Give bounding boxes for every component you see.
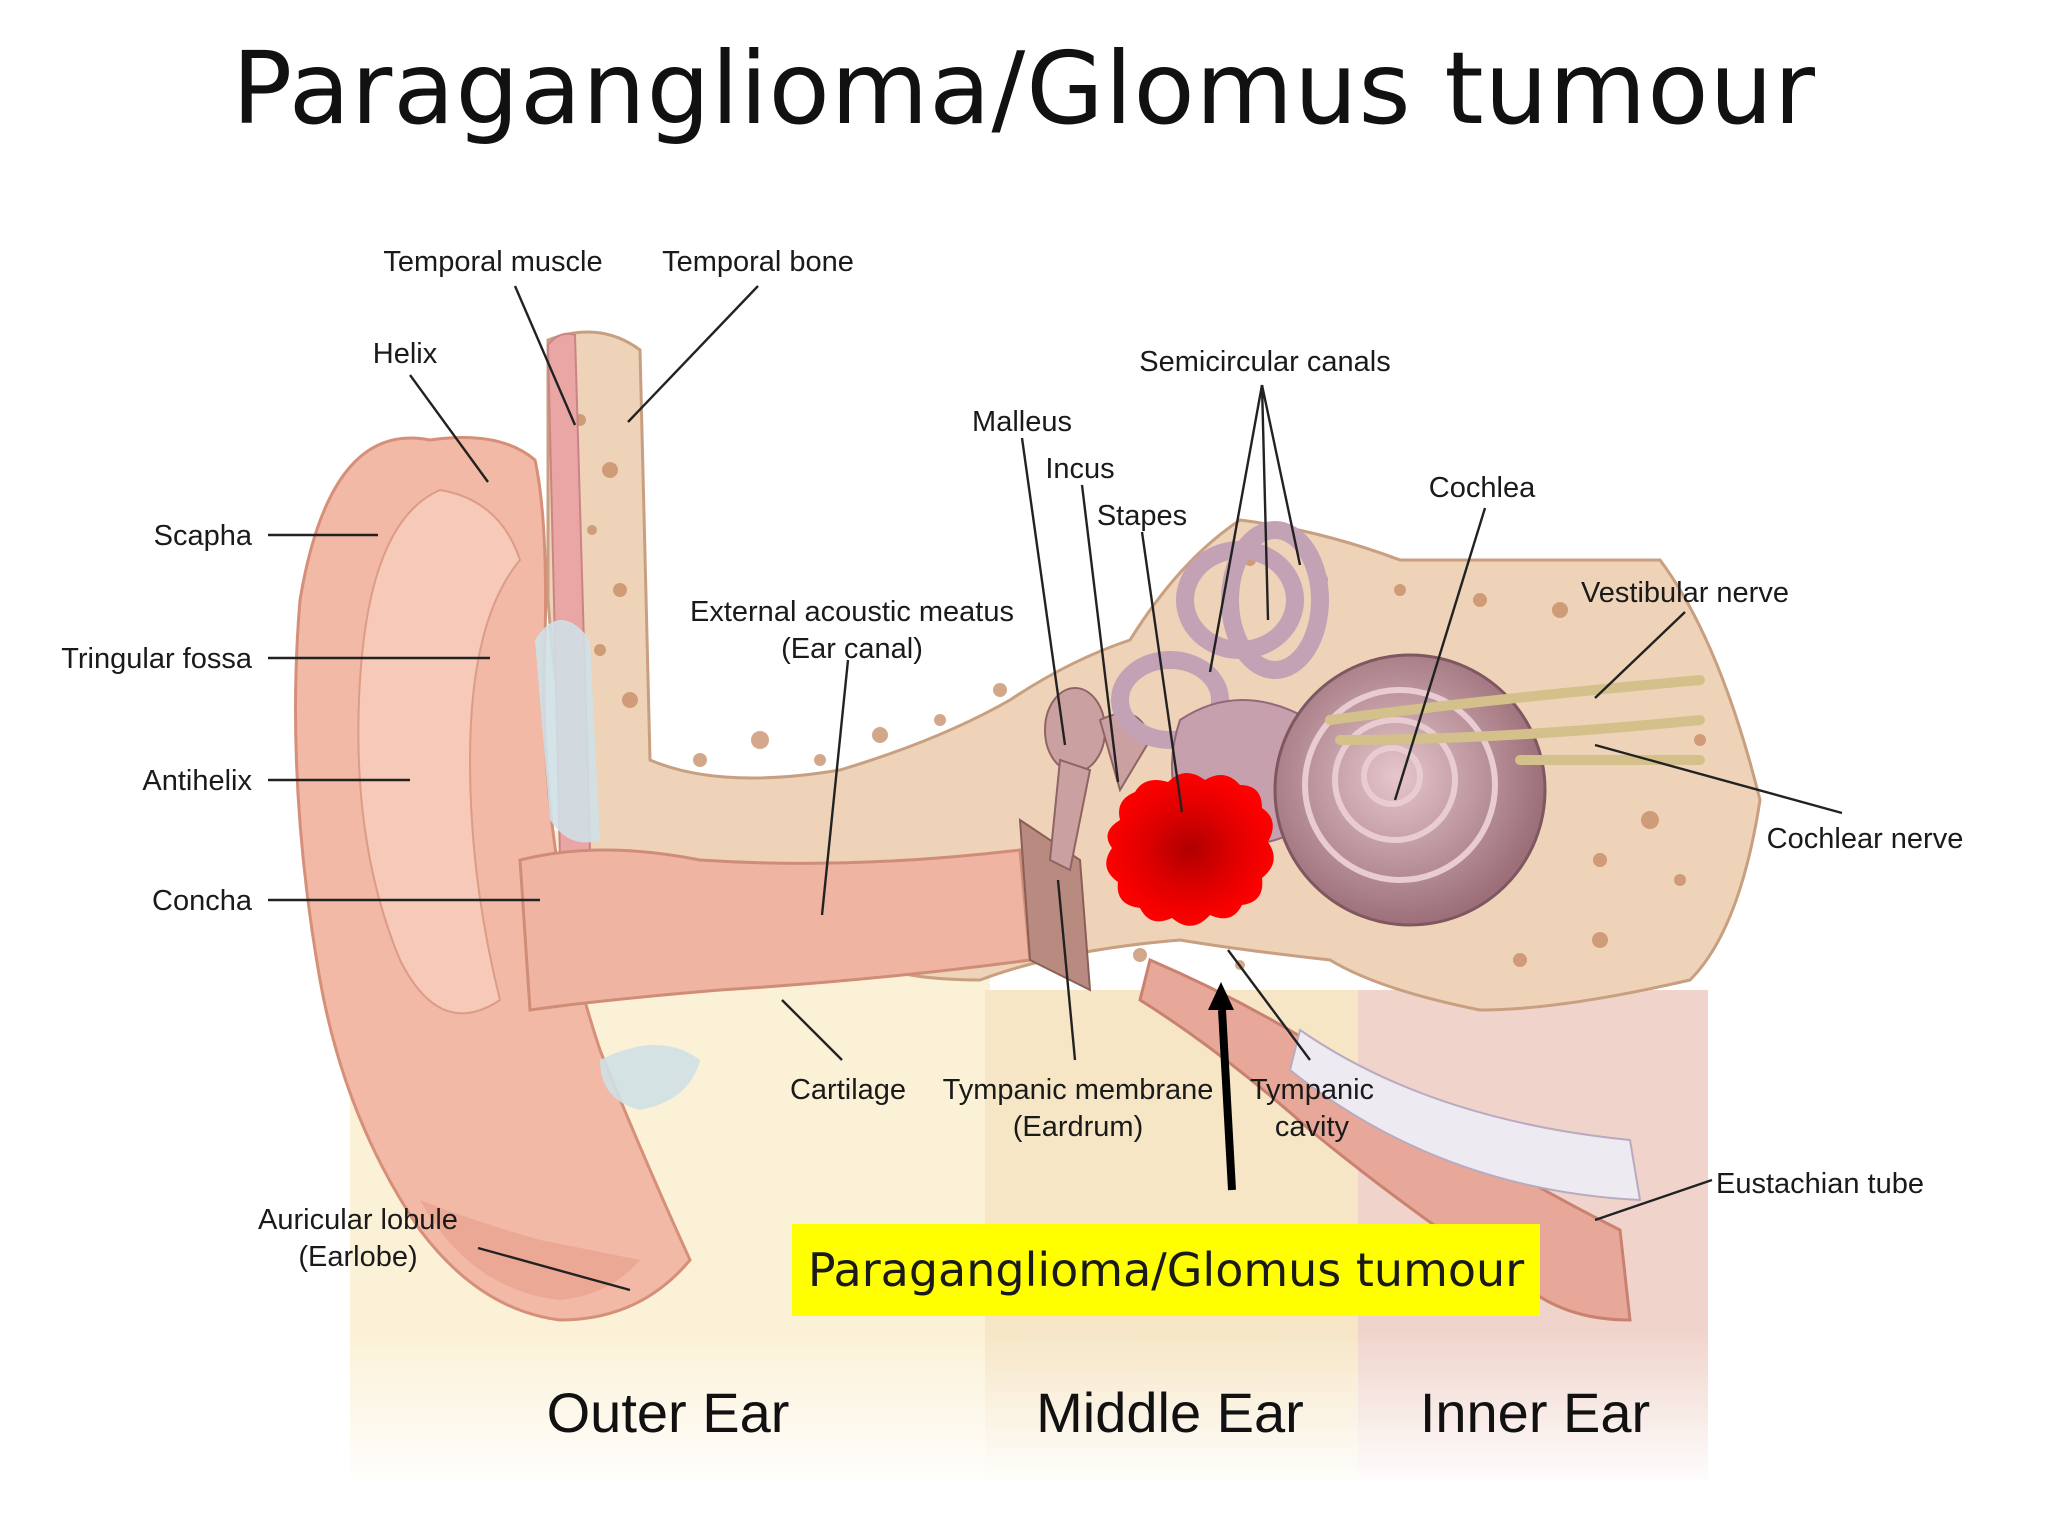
zone-label-outer-ear: Outer Ear bbox=[547, 1381, 790, 1444]
label-eustachian-tube: Eustachian tube bbox=[1716, 1168, 1924, 1200]
label-ear-canal: (Ear canal) bbox=[781, 633, 923, 665]
label-temporal-muscle: Temporal muscle bbox=[383, 246, 602, 278]
label-cochlear-nerve: Cochlear nerve bbox=[1767, 823, 1964, 855]
label-vestibular-nerve: Vestibular nerve bbox=[1581, 577, 1789, 609]
label-antihelix: Antihelix bbox=[142, 765, 252, 797]
tumour-mass bbox=[1106, 773, 1274, 926]
label-auricular-lobule: Auricular lobule bbox=[258, 1204, 458, 1236]
label-concha: Concha bbox=[152, 885, 253, 917]
label-eardrum: (Eardrum) bbox=[1013, 1111, 1144, 1143]
label-malleus: Malleus bbox=[972, 406, 1072, 438]
label-cavity: cavity bbox=[1275, 1111, 1350, 1143]
zone-label-middle-ear: Middle Ear bbox=[1036, 1381, 1304, 1444]
label-tympanic: Tympanic bbox=[1250, 1074, 1374, 1106]
label-scapha: Scapha bbox=[154, 520, 253, 552]
tumour-callout: Paraganglioma/Glomus tumour bbox=[792, 1224, 1540, 1316]
label-incus: Incus bbox=[1045, 453, 1114, 485]
label-triangular-fossa: Tringular fossa bbox=[61, 643, 253, 675]
label-tympanic-membrane: Tympanic membrane bbox=[943, 1074, 1214, 1106]
label-cartilage: Cartilage bbox=[790, 1074, 906, 1106]
label-earlobe: (Earlobe) bbox=[298, 1241, 417, 1273]
label-stapes: Stapes bbox=[1097, 500, 1187, 532]
label-external-acoustic-meatus: External acoustic meatus bbox=[690, 596, 1014, 628]
label-cochlea: Cochlea bbox=[1429, 472, 1536, 504]
label-temporal-bone: Temporal bone bbox=[662, 246, 854, 278]
label-semicircular-canals: Semicircular canals bbox=[1139, 346, 1390, 378]
zone-label-inner-ear: Inner Ear bbox=[1420, 1381, 1650, 1444]
label-helix: Helix bbox=[373, 338, 438, 370]
